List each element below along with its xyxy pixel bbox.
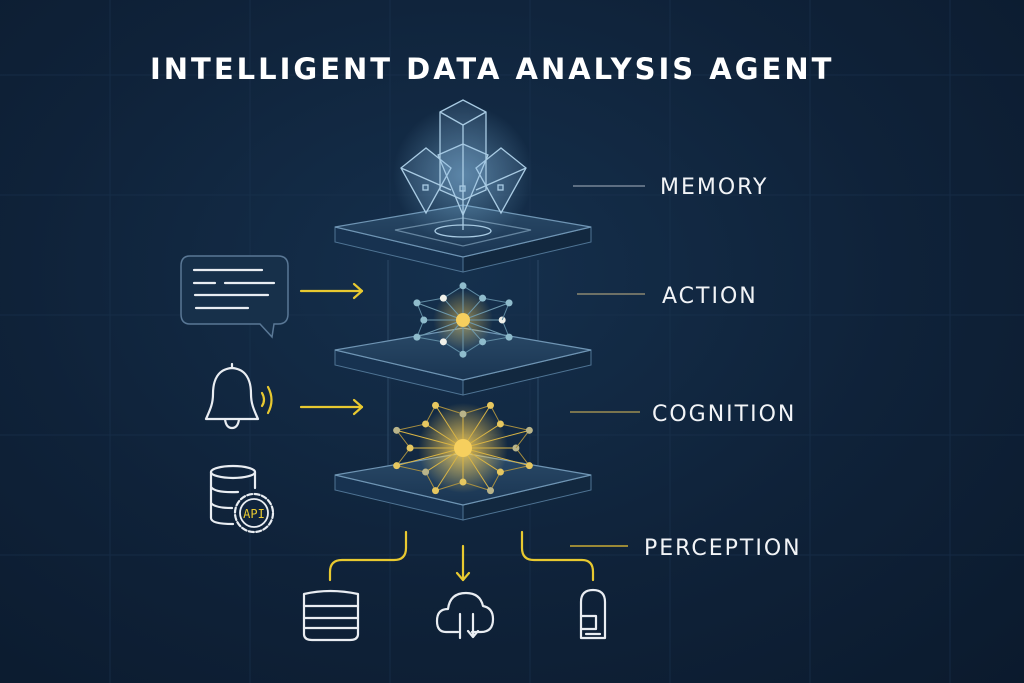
network-node [393,426,401,434]
network-node [505,333,513,341]
arrow-right-icon [299,398,364,416]
layer-label-cognition: COGNITION [570,402,796,427]
cloud-download-icon [435,591,495,640]
cognition-label: COGNITION [652,402,796,427]
network-node [459,350,467,358]
network-node [525,426,533,434]
network-node [505,299,513,307]
layer-label-memory: MEMORY [573,175,769,200]
network-core-node [454,439,472,457]
cognition-network [393,401,533,495]
network-node [422,468,430,476]
action-label: ACTION [662,284,758,309]
connector-line [328,530,408,582]
database-api-icon: API [209,464,275,534]
network-node [406,444,414,452]
chat-bubble-icon [180,255,289,339]
network-node [459,282,467,290]
action-network [413,282,513,358]
network-node [432,487,440,495]
api-badge: API [243,507,265,521]
connector-line [520,530,595,582]
column-frame [387,260,539,500]
network-node [413,299,421,307]
network-node [525,462,533,470]
memory-cubes-icon [393,99,533,247]
layer-label-perception: PERCEPTION [570,536,802,561]
memory-label: MEMORY [660,175,769,200]
network-node [420,316,428,324]
network-node [393,462,401,470]
network-node [459,410,467,418]
network-node [479,294,487,302]
layer-label-action: ACTION [577,284,758,309]
network-node [486,401,494,409]
network-node [479,338,487,346]
database-icon [302,589,360,642]
network-node [496,468,504,476]
network-node [459,478,467,486]
network-core-node [456,313,470,327]
perception-label: PERCEPTION [644,536,802,561]
network-node [496,420,504,428]
network-node [432,401,440,409]
page-title: INTELLIGENT DATA ANALYSIS AGENT [150,52,834,86]
arrow-down-icon [455,544,471,582]
network-node [439,294,447,302]
network-node [486,487,494,495]
network-node [439,338,447,346]
network-node [422,420,430,428]
storage-capsule-icon [579,588,607,640]
network-node [413,333,421,341]
arrow-right-icon [299,282,364,300]
bell-icon [204,362,273,430]
